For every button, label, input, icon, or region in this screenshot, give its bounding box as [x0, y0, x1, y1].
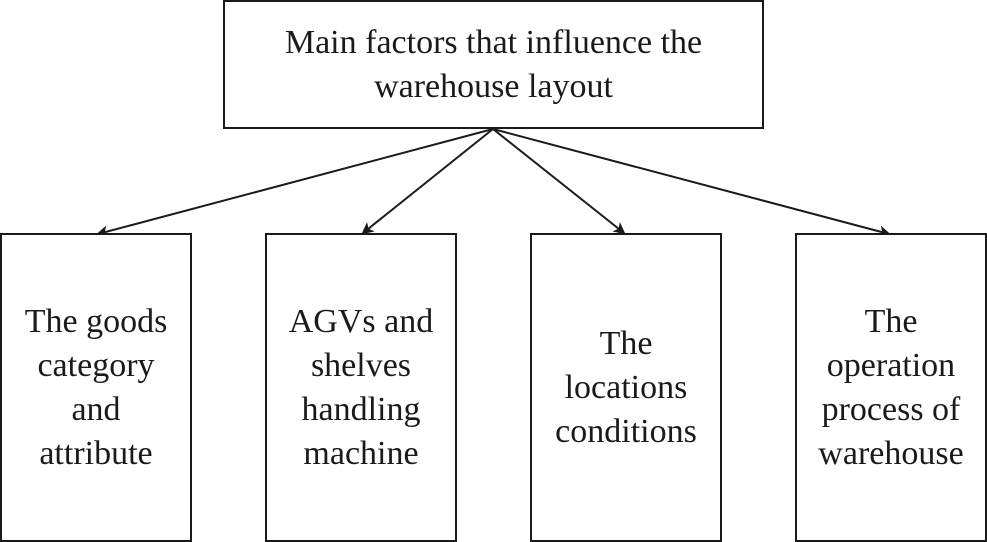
factor-box-agvs-shelves: AGVs and shelves handling machine	[265, 233, 457, 542]
factor-box-goods-category: The goods category and attribute	[0, 233, 192, 542]
factor-box-operation-process: The operation process of warehouse	[795, 233, 987, 542]
arrow-to-operation-process	[492, 128, 891, 238]
root-factor-box: Main factors that influence the warehous…	[223, 0, 764, 129]
factor-label-locations-conditions: The locations conditions	[555, 324, 697, 450]
factor-box-locations-conditions: The locations conditions	[530, 233, 722, 542]
factor-label-goods-category: The goods category and attribute	[24, 302, 168, 472]
arrow-to-agvs-shelves	[361, 128, 494, 235]
factor-label-agvs-shelves: AGVs and shelves handling machine	[288, 302, 434, 472]
root-factor-label: Main factors that influence the warehous…	[284, 23, 703, 105]
arrow-to-goods-category	[96, 128, 494, 238]
arrow-to-locations-conditions	[492, 128, 626, 235]
factor-label-operation-process: The operation process of warehouse	[818, 302, 964, 472]
